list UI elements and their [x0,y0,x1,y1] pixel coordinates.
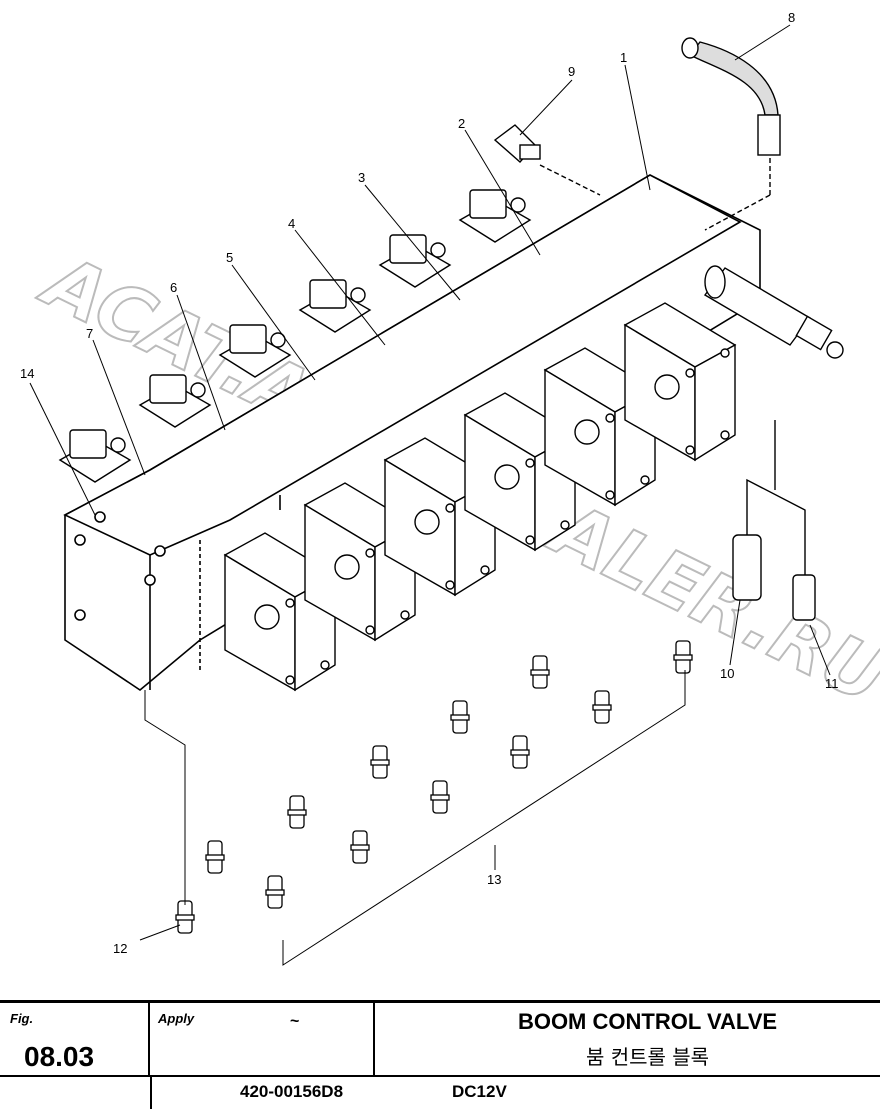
model: DC12V [452,1082,507,1101]
fitting [287,795,307,829]
fittings-12-13 [175,640,693,934]
apply-cell: Apply ~ [150,1003,375,1075]
fitting [450,700,470,734]
callout-10: 10 [720,666,734,681]
leader-lines [139,670,686,966]
callout-2: 2 [458,116,465,131]
callout-3: 3 [358,170,365,185]
plug-fitting [493,124,601,196]
solenoid-connector [58,429,132,483]
callout-8: 8 [788,10,795,25]
fitting [350,830,370,864]
part-number: 420-00156D8 [240,1082,344,1101]
fitting [510,735,530,769]
filter-cartridge [703,265,844,359]
callout-13: 13 [487,872,501,887]
callout-11: 11 [825,676,839,691]
apply-value: ~ [290,1013,300,1030]
solenoid-connector [218,324,292,378]
exploded-parts-diagram: ACAT.AUTODEALER.RU [20,10,880,966]
fitting [175,900,195,934]
solenoid-connector [138,374,212,428]
fig-bottom [0,1075,150,1109]
fitting [370,745,390,779]
fitting [205,840,225,874]
callout-6: 6 [170,280,177,295]
diagram-title: BOOM CONTROL VALVE [517,1009,778,1034]
solenoid-connector [378,234,452,288]
solenoid-connector [298,279,372,333]
title-block: Fig. 08.03 Apply ~ BOOM CONTROL VALVE 붐 … [0,1000,880,1110]
diagram-title-korean: 붐 컨트롤 블록 [585,1045,710,1069]
callout-labels: 1 2 3 4 5 6 7 8 9 10 11 12 13 14 [20,10,839,956]
fitting [530,655,550,689]
fig-number: 08.03 [24,1041,95,1072]
fittings-10-11 [732,420,816,621]
fitting [430,780,450,814]
bottom-row: 420-00156D8 DC12V [150,1075,880,1109]
fitting [592,690,612,724]
fig-label: Fig. [10,1011,34,1026]
callout-1: 1 [620,50,627,65]
callout-9: 9 [568,64,575,79]
callout-leaders [29,24,831,676]
callout-7: 7 [86,326,93,341]
callout-4: 4 [288,216,295,231]
callout-14: 14 [20,366,34,381]
fitting [265,875,285,909]
solenoid-connectors [58,189,532,483]
callout-12: 12 [113,941,127,956]
solenoid-connector [458,189,532,243]
hose-assembly [681,37,781,231]
title-cell: BOOM CONTROL VALVE 붐 컨트롤 블록 [375,1003,880,1075]
cover-plate [623,302,737,462]
callout-5: 5 [226,250,233,265]
fitting [673,640,693,674]
fig-cell: Fig. 08.03 [0,1003,150,1075]
cover-plates [223,302,737,692]
apply-label: Apply [158,1011,195,1026]
